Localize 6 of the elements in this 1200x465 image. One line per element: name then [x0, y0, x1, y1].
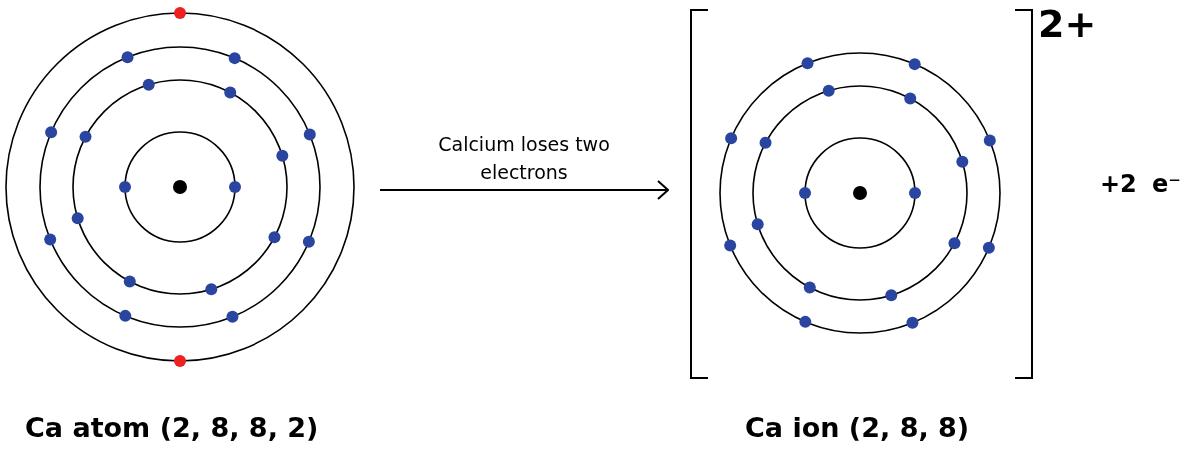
node-label: Ca atom (2, 8, 8, 2)	[25, 412, 319, 443]
arrow	[379, 180, 669, 200]
node-label: Ca ion (2, 8, 8)	[745, 412, 970, 443]
electron-symbol: e⁻	[1152, 170, 1181, 198]
coefficient-label: +2	[1100, 170, 1137, 198]
charge-label: 2+	[1038, 2, 1097, 46]
